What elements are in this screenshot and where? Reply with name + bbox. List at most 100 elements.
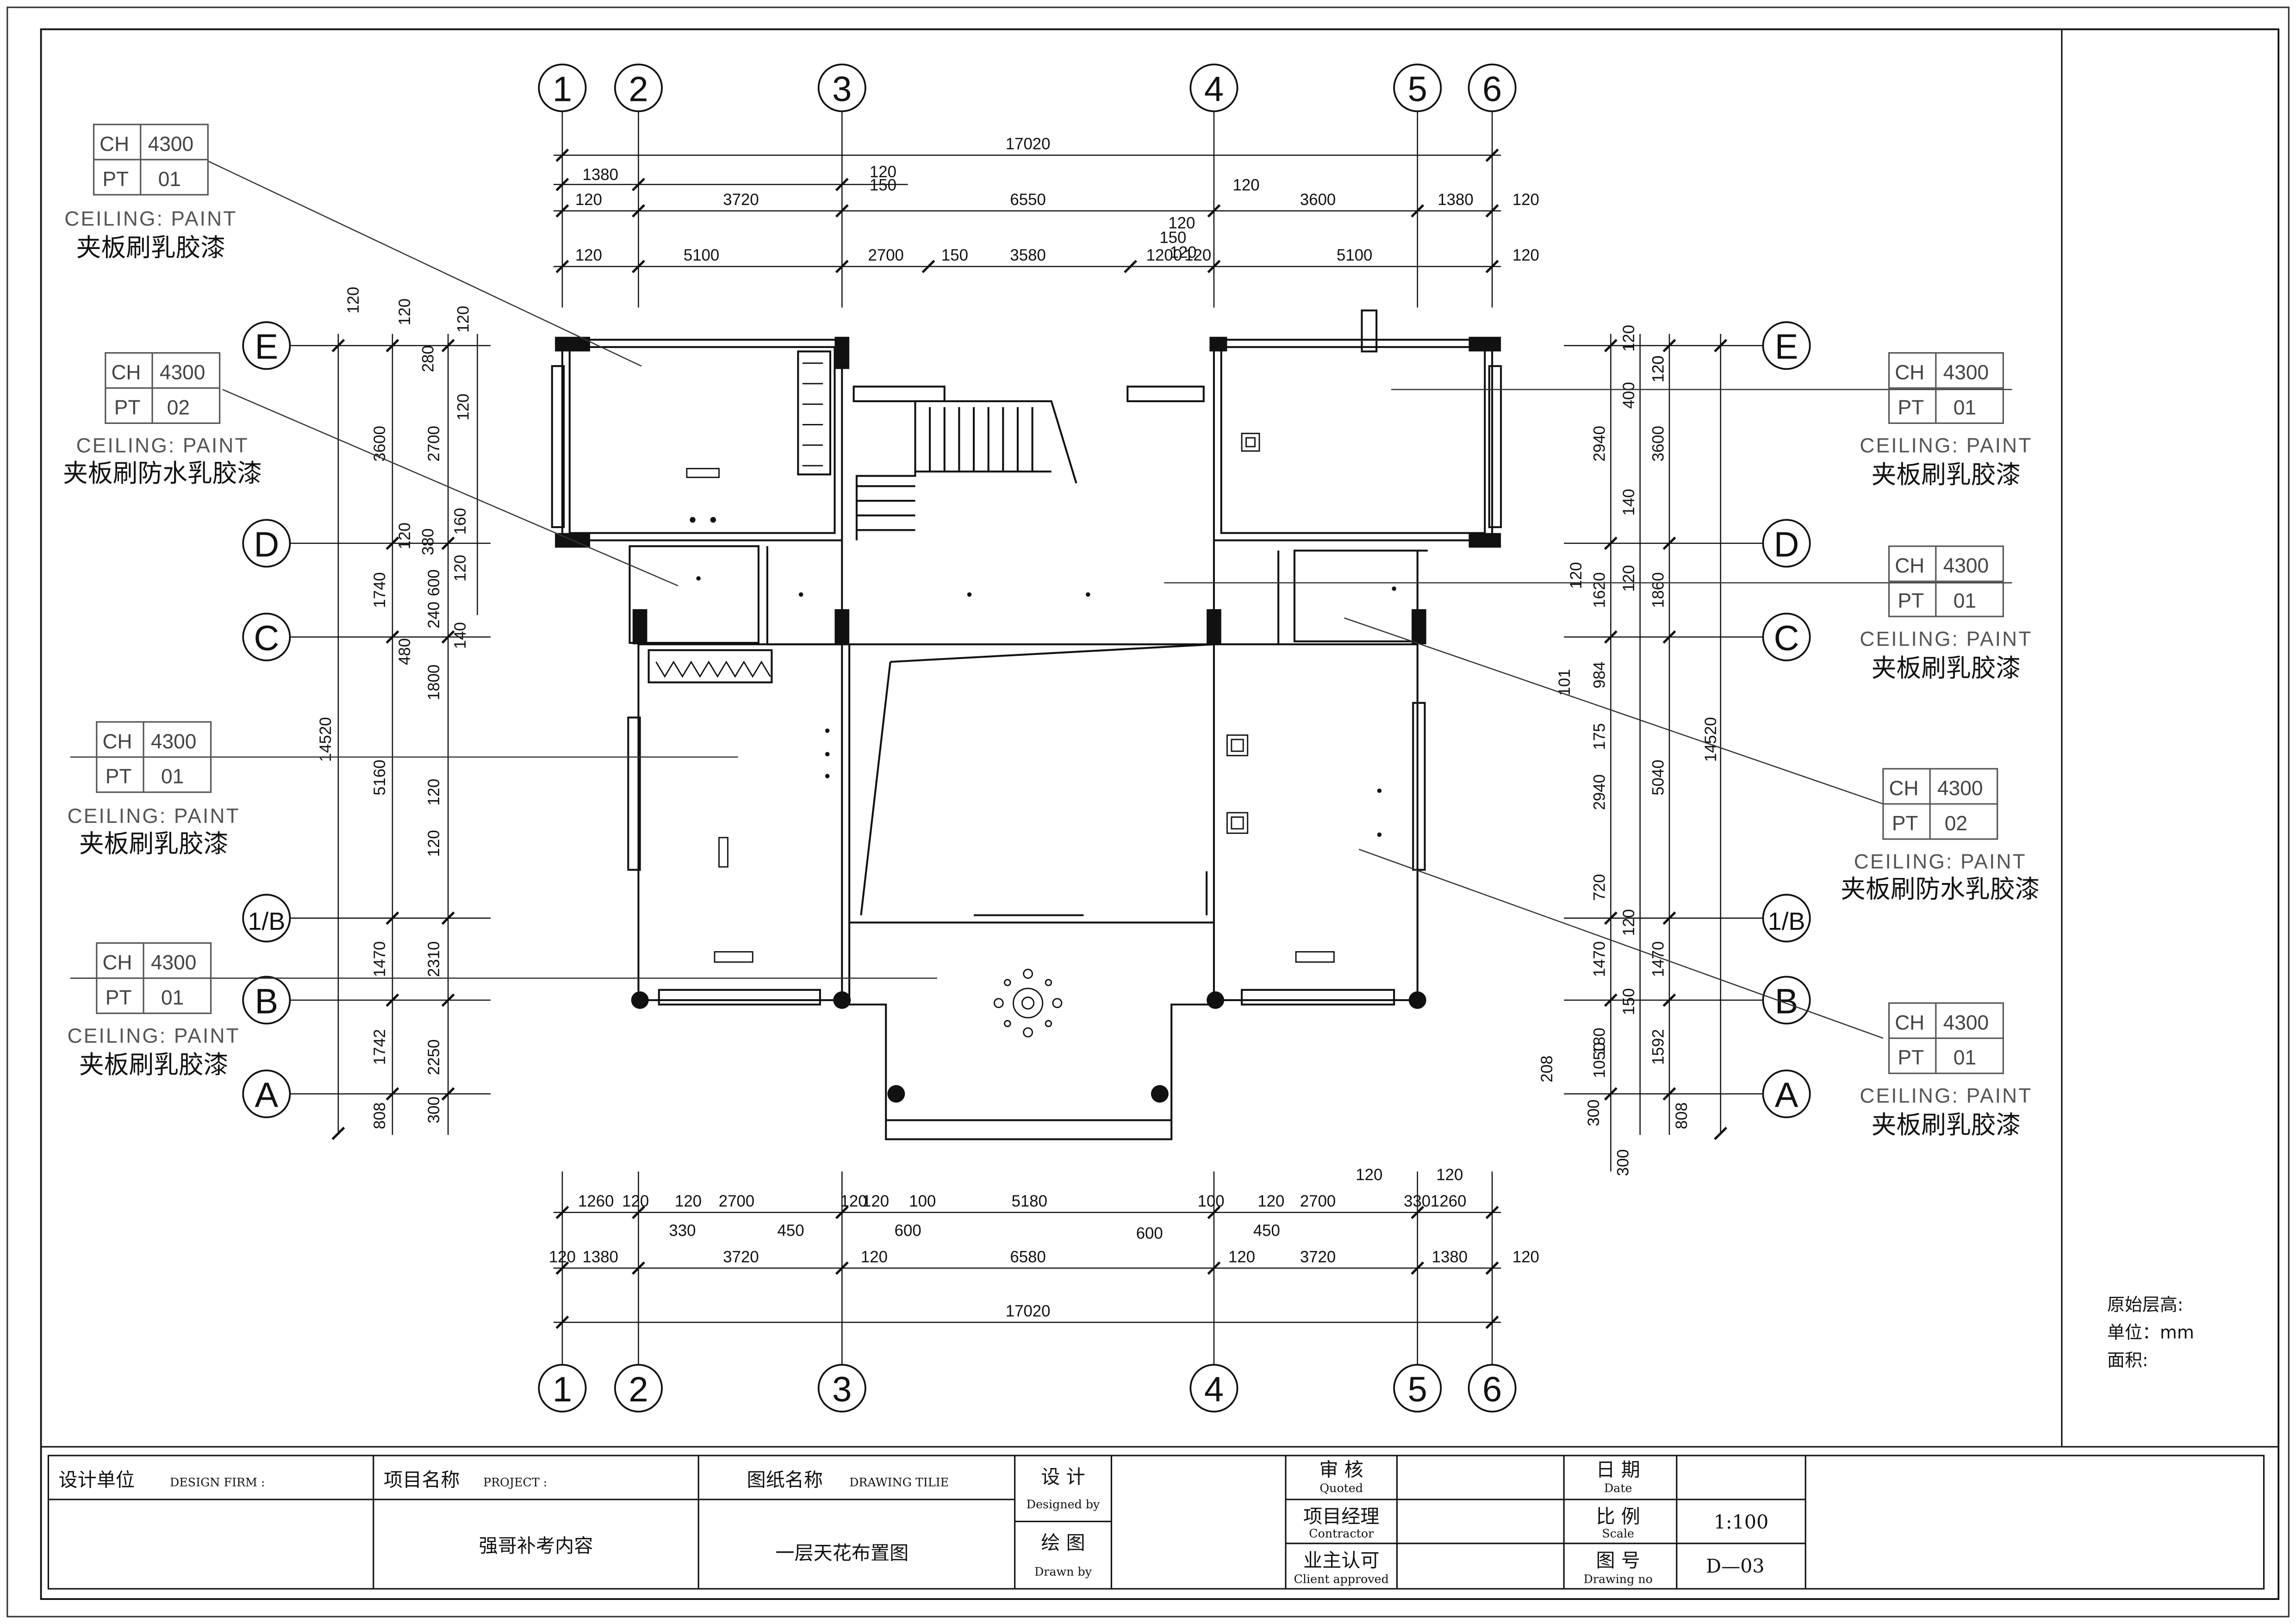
tag-5-pt: PT: [1898, 396, 1924, 419]
tb-contractor-label: 项目经理: [1303, 1506, 1380, 1528]
dim-top-r3-g: 150: [1159, 229, 1186, 247]
dim-left-small-b: 280: [419, 345, 437, 372]
axis-label-5-bottom: 5: [1408, 1370, 1427, 1409]
dim-top-total: 17020: [1006, 135, 1051, 153]
dim-right-outer-b: 3600: [1649, 426, 1667, 461]
tb-design-label: 设 计: [1041, 1466, 1085, 1488]
tb-project-value: 强哥补考内容: [479, 1535, 593, 1557]
tb-drawing-label: 图纸名称: [747, 1468, 823, 1491]
dim-right-small-e: 150: [1620, 988, 1638, 1015]
title-block-grid: [47, 1455, 2265, 1590]
tb-project-label: 项目名称: [384, 1468, 460, 1491]
tb-date-en: Date: [1604, 1481, 1632, 1495]
tag-2-pt: PT: [114, 396, 141, 419]
material-tag-5: CH 4300 PT 01 CEILING: PAINT 夹板刷乳胶漆: [1860, 352, 2031, 489]
dim-top-r3-d: 150: [941, 246, 968, 264]
tag-4-pt-val: 01: [161, 987, 184, 1009]
dim-right-small-c: 120: [1567, 562, 1585, 589]
tag-3-caption: CEILING: PAINT: [68, 805, 240, 828]
tag-1-ch-val: 4300: [148, 133, 194, 156]
tag-5-ch: CH: [1895, 361, 1924, 384]
dim-top-r2-c: 6550: [1010, 191, 1045, 209]
dimension-ticks: [331, 148, 1728, 1329]
dim-top-r3-f: 1200: [1146, 246, 1182, 264]
tag-6-desc: 夹板刷乳胶漆: [1872, 653, 2021, 683]
dim-bot-r2-a: 330: [669, 1221, 696, 1239]
dimension-lines: [290, 111, 1763, 1365]
tb-client-en: Client approved: [1294, 1572, 1389, 1586]
axis-label-b-left: B: [255, 982, 279, 1021]
dim-right-small-d: 120: [1620, 909, 1638, 936]
dim-left-outer-a: 120: [344, 287, 362, 314]
dim-bot-r3-h: 1380: [1432, 1248, 1468, 1266]
dim-left-outer-g: 808: [371, 1102, 389, 1129]
tag-5-ch-val: 4300: [1943, 361, 1989, 384]
tb-quoted-label: 审 核: [1319, 1458, 1363, 1481]
axis-label-a-right: A: [1775, 1076, 1798, 1115]
tag-4-caption: CEILING: PAINT: [68, 1025, 240, 1047]
dim-bot-r2-c: 600: [895, 1221, 921, 1239]
outer-frame: [6, 6, 2290, 1618]
axis-label-1b-left: 1/B: [248, 908, 285, 935]
tag-7-ch-val: 4300: [1937, 777, 1983, 800]
dim-top-extra: 120: [1170, 243, 1196, 261]
axis-label-b-right: B: [1775, 982, 1798, 1021]
dim-left-inner-h: 2310: [425, 941, 443, 977]
dim-bot-r3-a: 120: [549, 1248, 576, 1266]
dim-left-inner-b: 120: [396, 523, 414, 549]
tag-3-ch: CH: [102, 730, 132, 753]
dim-left-small-c: 120: [454, 394, 472, 421]
axis-label-2-top: 2: [628, 69, 648, 109]
tb-client-label: 业主认可: [1303, 1549, 1380, 1571]
dim-left-small-a: 120: [454, 306, 472, 333]
tag-6-caption: CEILING: PAINT: [1860, 628, 2032, 650]
tag-7-desc: 夹板刷防水乳胶漆: [1841, 875, 2040, 904]
axis-label-6-bottom: 6: [1482, 1370, 1502, 1409]
dim-left-inner-e: 480: [396, 638, 414, 665]
dim-bot-r3-g: 3720: [1300, 1248, 1336, 1266]
dim-right-inner-i: 720: [1591, 874, 1609, 901]
tag-7-pt: PT: [1892, 812, 1918, 835]
axis-label-3-bottom: 3: [832, 1370, 852, 1409]
tb-drawing-en: DRAWING TILIE: [849, 1475, 949, 1489]
dim-right-inner-a: 400: [1620, 382, 1638, 409]
dim-top-r3-i: 5100: [1337, 246, 1372, 264]
dim-top-r2-b: 3720: [723, 191, 759, 209]
dim-bot-r1-h: 5180: [1012, 1192, 1047, 1210]
axis-label-3-top: 3: [832, 69, 852, 109]
material-tag-7: CH 4300 PT 02 CEILING: PAINT 夹板刷防水乳胶漆: [1841, 768, 2040, 904]
tag-5-pt-val: 01: [1954, 396, 1976, 419]
axis-label-4-bottom: 4: [1204, 1370, 1224, 1409]
dim-right-inner-j: 1470: [1591, 941, 1609, 977]
dim-bot-r1-j: 120: [1257, 1192, 1284, 1210]
dim-right-small-b: 120: [1649, 355, 1667, 382]
tb-date-label: 日 期: [1596, 1458, 1640, 1481]
axis-label-5-top: 5: [1408, 69, 1427, 109]
dim-right-outer-c: 1860: [1649, 572, 1667, 608]
axis-label-2-bottom: 2: [628, 1370, 648, 1409]
dim-bot-r2-e: 450: [1253, 1221, 1280, 1239]
material-tag-4: CH 4300 PT 01 CEILING: PAINT 夹板刷乳胶漆: [68, 942, 240, 1079]
dim-left-inner-d: 120: [425, 830, 443, 857]
note-area: 面积:: [2107, 1350, 2148, 1370]
tb-project-en: PROJECT :: [483, 1475, 547, 1489]
dim-bot-r1-b: 120: [622, 1192, 649, 1210]
tag-4-ch: CH: [102, 952, 132, 974]
tag-3-pt: PT: [106, 765, 132, 788]
tag-8-desc: 夹板刷乳胶漆: [1872, 1110, 2021, 1139]
tb-quoted-en: Quoted: [1319, 1481, 1363, 1495]
tag-4-pt: PT: [106, 987, 132, 1009]
tb-no-label: 图 号: [1596, 1549, 1640, 1571]
dim-top-r2-e: 3600: [1300, 191, 1336, 209]
dim-top-r2-d: 120: [1168, 214, 1195, 232]
tag-2-pt-val: 02: [167, 396, 190, 419]
axis-label-d-left: D: [254, 525, 279, 564]
dim-left-small-g: 120: [451, 555, 469, 582]
tag-1-desc: 夹板刷乳胶漆: [76, 233, 226, 262]
dim-bot-r2-b: 450: [778, 1221, 804, 1239]
tag-2-desc: 夹板刷防水乳胶漆: [63, 459, 262, 488]
tag-6-pt-val: 01: [1954, 590, 1976, 612]
dim-left-outer-f: 1742: [371, 1029, 389, 1065]
